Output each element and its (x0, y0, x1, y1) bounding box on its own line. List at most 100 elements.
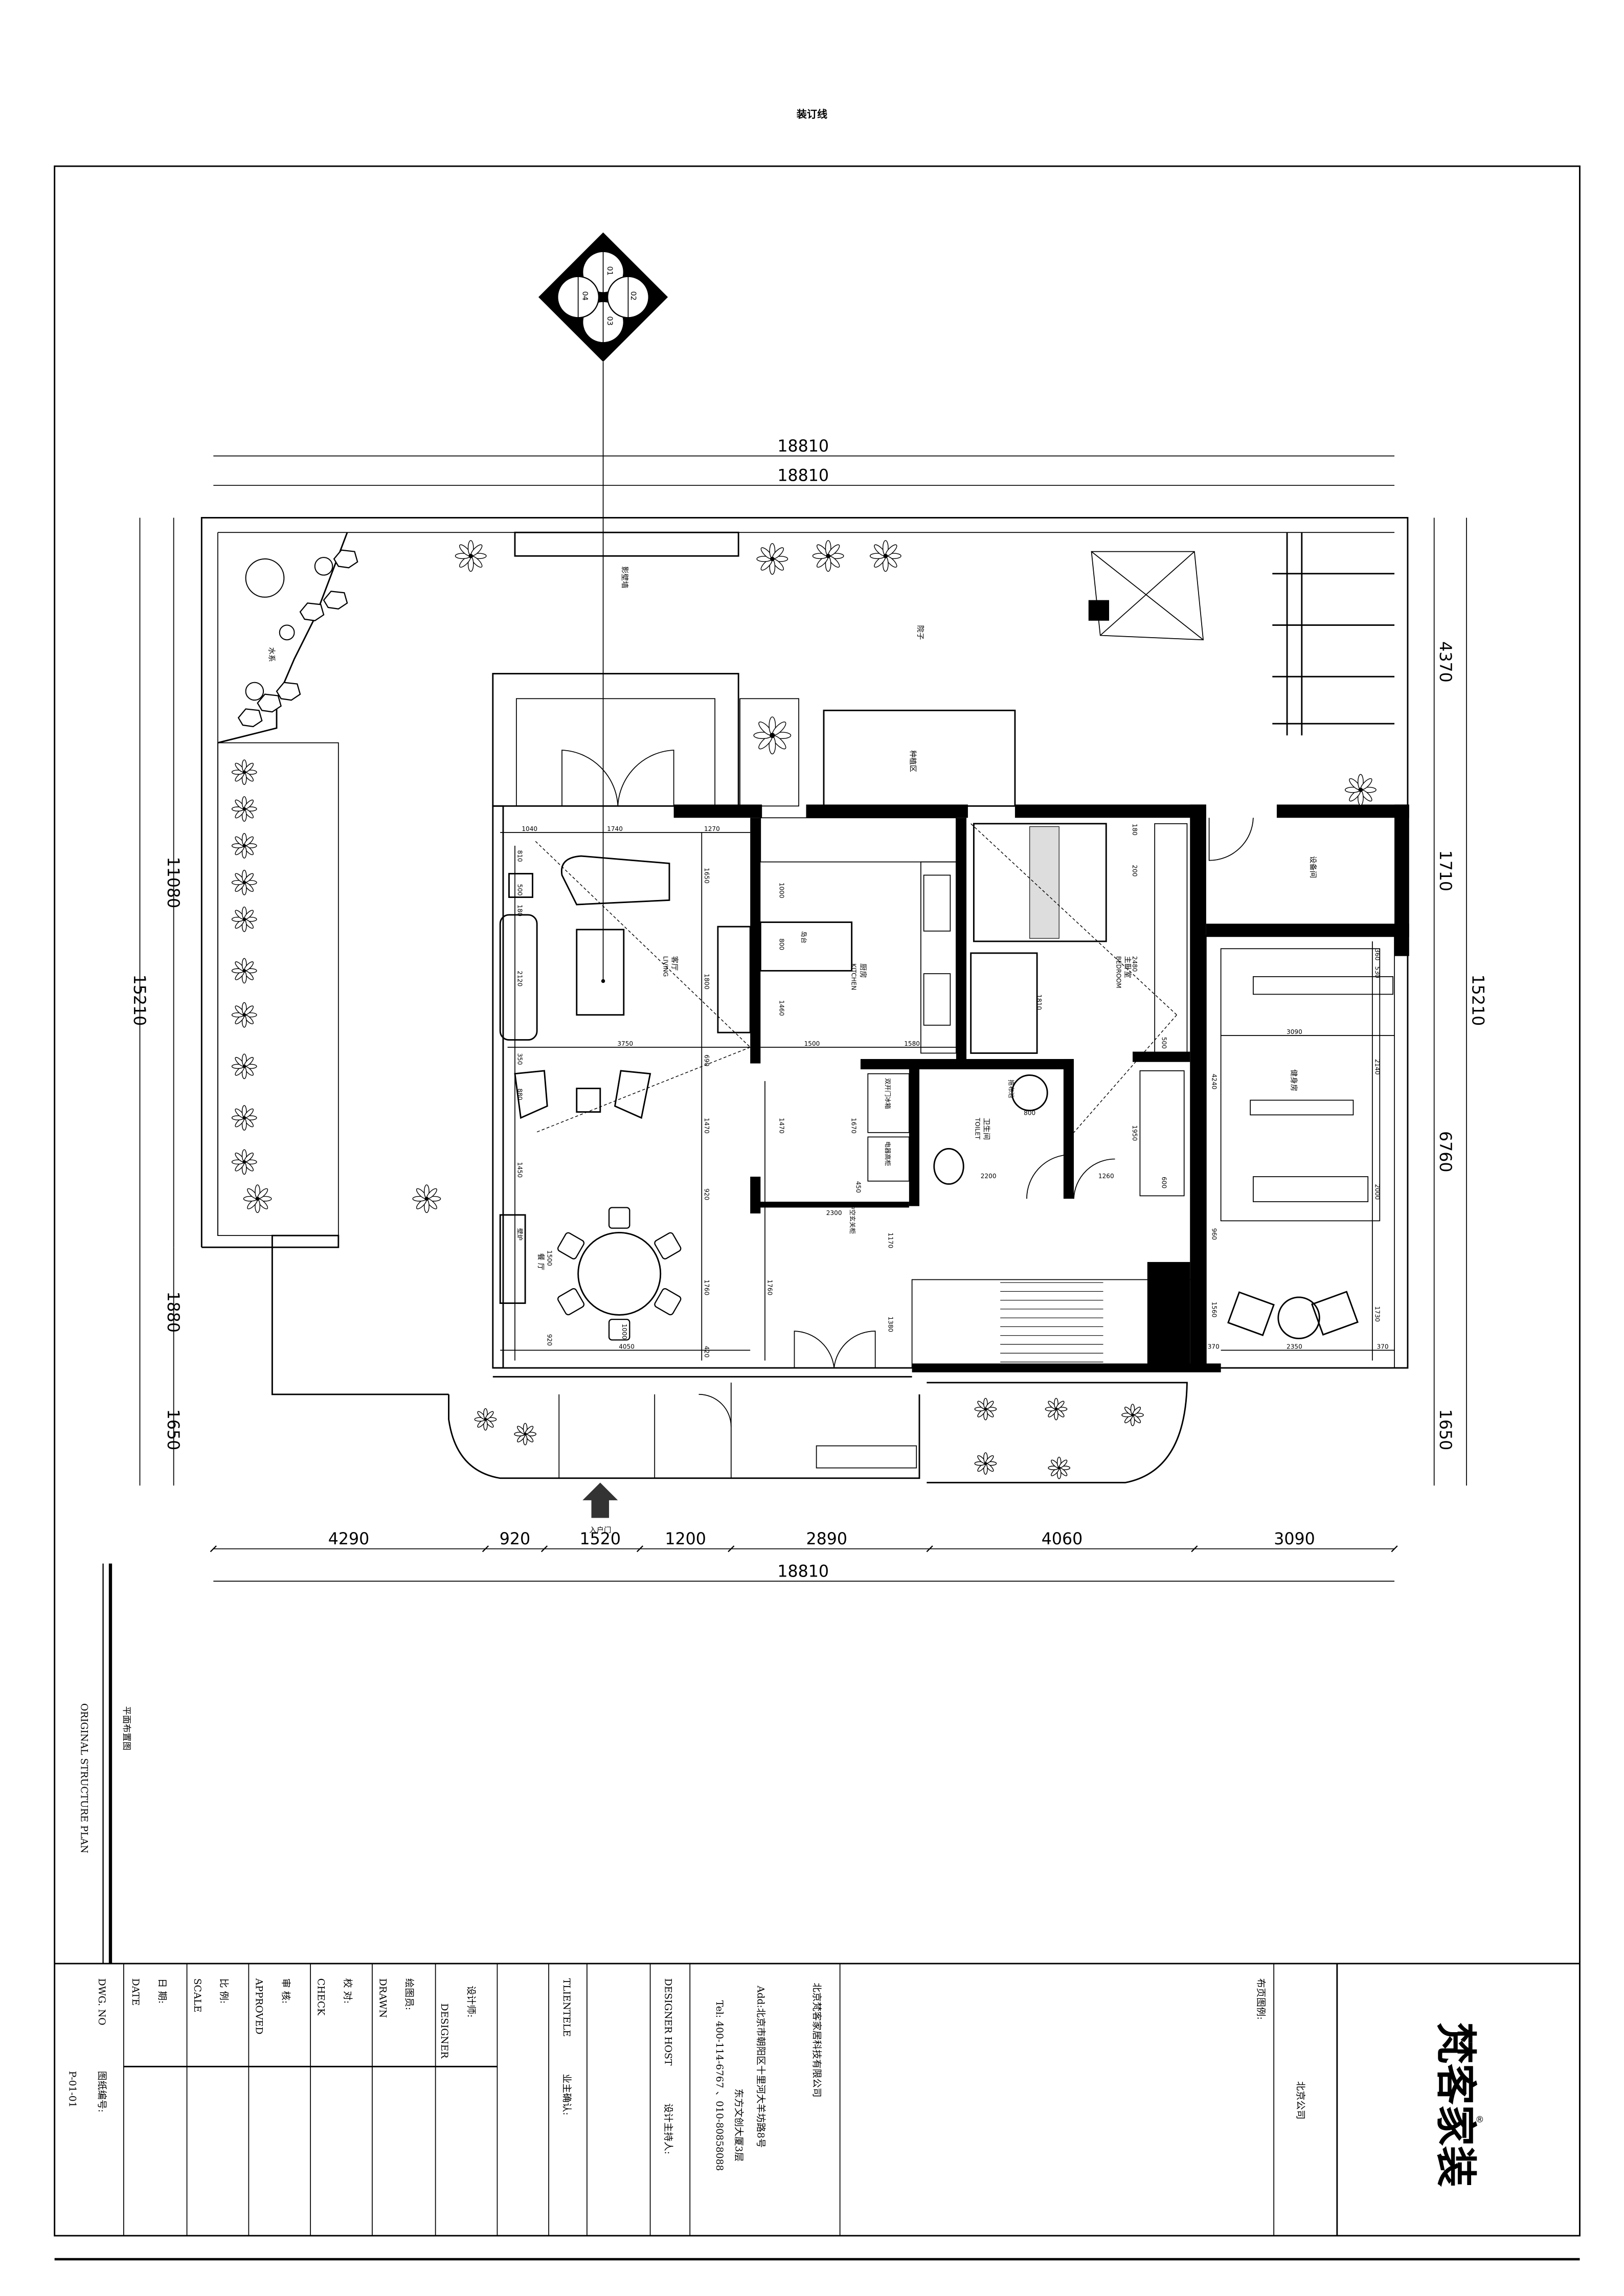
plant-center (1057, 1466, 1061, 1470)
room-labels: 院子 种植区 影壁墙 水系 客厅 LIVING 厨房 KITCHEN 主卧室 B… (267, 566, 1317, 1535)
sofa (499, 914, 538, 1041)
dim-living: 690 (703, 1054, 710, 1066)
dim-living: 1740 (607, 825, 623, 832)
dimension-tick (210, 1545, 217, 1552)
dim-bedroom: 4240 (1193, 1066, 1200, 1082)
plant-icon (1121, 1404, 1144, 1426)
overall-dimensions: 18810 18810 11080 15210 1880 1650 4370 1… (130, 437, 1486, 1582)
plant-icon (231, 1149, 257, 1175)
dim-dining: 4050 (619, 1343, 635, 1350)
label-living-cn: 客厅 (670, 956, 679, 971)
plant-center (242, 1064, 246, 1068)
title-block: P-01-01 DWG. NO 图纸编号: DATE 日 期: SCALE 比 … (54, 1963, 1580, 2236)
label-entrance: 入户门 (589, 1526, 611, 1535)
dim-kitchen: 800 (778, 938, 785, 950)
screen-wall (514, 531, 739, 557)
coffee-table (576, 929, 625, 1016)
dim-gym: 2140 (1374, 1059, 1381, 1075)
plant-center (1054, 1407, 1058, 1411)
plant-icon (812, 540, 844, 572)
dimension-tick (482, 1545, 489, 1552)
dim-living: 1270 (704, 825, 720, 832)
dim-gym: 3090 (1287, 1028, 1302, 1036)
side-title-en: ORIGINAL STRUCTURE PLAN (78, 1703, 89, 1853)
dim-living: 810 (516, 850, 524, 862)
kitchen-counter (760, 817, 957, 863)
stove-icon (923, 874, 951, 932)
bed (973, 823, 1107, 942)
entrance-arrow-icon (582, 1482, 618, 1518)
label-kitchen-en: KITCHEN (850, 963, 858, 990)
dining-chair (654, 1288, 682, 1316)
label-dining: 餐 厅 (536, 1253, 545, 1270)
compass-label-03: 03 (605, 316, 614, 325)
label-yard: 院子 (916, 625, 924, 640)
branch-name: 北京公司 (1295, 2081, 1305, 2120)
dim-kitchen: 1000 (778, 883, 785, 898)
dim-bedroom: 600 (1161, 1177, 1168, 1188)
dim-living: 920 (703, 1188, 710, 1200)
approved-cn: 审 核: (280, 1978, 291, 2004)
dim-gym: 960 (1210, 1228, 1217, 1240)
dim-living: 1800 (703, 974, 710, 989)
dim-right-6760: 6760 (1436, 1131, 1454, 1172)
plant-center (255, 1197, 260, 1201)
plant-icon (1045, 1398, 1068, 1421)
dim-living: 1470 (703, 1118, 710, 1134)
plant-icon (231, 833, 257, 859)
plant-icon (869, 540, 901, 572)
stone-icon (323, 591, 348, 610)
dimension-tick (728, 1545, 735, 1552)
dim-bedroom: 500 (1161, 1037, 1168, 1049)
dim-dining: 1500 (546, 1250, 553, 1266)
dim-gym: 370 (1208, 1343, 1220, 1350)
company-logo: 梵客家装 (1432, 2022, 1480, 2187)
dim-dining: 1380 (887, 1316, 894, 1332)
dim-gym: 360 (1374, 949, 1381, 960)
plant-icon (412, 1184, 441, 1213)
dim-bottom-1: 920 (500, 1530, 530, 1548)
plant-center (242, 969, 246, 973)
dim-gym: 1560 (1210, 1302, 1217, 1318)
plant-center (242, 1116, 246, 1120)
label-island: 岛台 (800, 931, 808, 943)
plant-icon (231, 759, 257, 785)
dim-gym: 2350 (1287, 1343, 1302, 1350)
label-equipment: 设备间 (1309, 856, 1317, 878)
dim-living: 350 (516, 1053, 524, 1065)
label-screen-wall: 影壁墙 (620, 566, 629, 588)
dining-chair (557, 1288, 585, 1316)
dimension-tick (1391, 1545, 1398, 1552)
dim-dining: 1760 (766, 1279, 774, 1295)
address-1: Add:北京市朝阳区十里河大羊坊路8号 (755, 1985, 766, 2148)
shoe-cabinet (816, 1445, 917, 1469)
plant-center (984, 1407, 987, 1411)
side-title-cn: 平面布置图 (121, 1706, 131, 1750)
dim-bottom-4: 2890 (806, 1530, 847, 1548)
plant-icon (231, 1053, 257, 1079)
drawn-label: DRAWN (377, 1978, 388, 2018)
label-kitchen-cn: 厨房 (859, 963, 867, 978)
plant-center (770, 733, 775, 738)
dim-top-2: 18810 (777, 467, 829, 485)
label-fridge: 双开门冰箱 (884, 1078, 892, 1109)
plant-icon (1048, 1456, 1071, 1479)
binding-line-label: 装订线 (796, 108, 827, 120)
compass-symbol: 01 02 03 04 (538, 232, 668, 983)
dim-bedroom: 180 (1131, 824, 1138, 836)
plant-center (826, 553, 830, 558)
front-porch (448, 1382, 1188, 1483)
stone-icon (237, 708, 263, 728)
staircase (911, 1279, 1192, 1368)
dim-kitchen: 1470 (778, 1118, 785, 1134)
plant-center (242, 881, 246, 885)
dim-kitchen: 1670 (850, 1118, 858, 1134)
dim-gym: 1730 (1374, 1306, 1381, 1322)
dim-kitchen: 1460 (778, 1000, 785, 1016)
dim-toilet: 800 (1024, 1109, 1035, 1116)
plant-center (984, 1461, 987, 1465)
dwg-no-value: P-01-01 (66, 2071, 77, 2108)
dim-living: 880 (516, 1089, 524, 1100)
legend-label: 布页图例: (1255, 1978, 1266, 2020)
date-cn: 日 期: (156, 1978, 167, 2004)
